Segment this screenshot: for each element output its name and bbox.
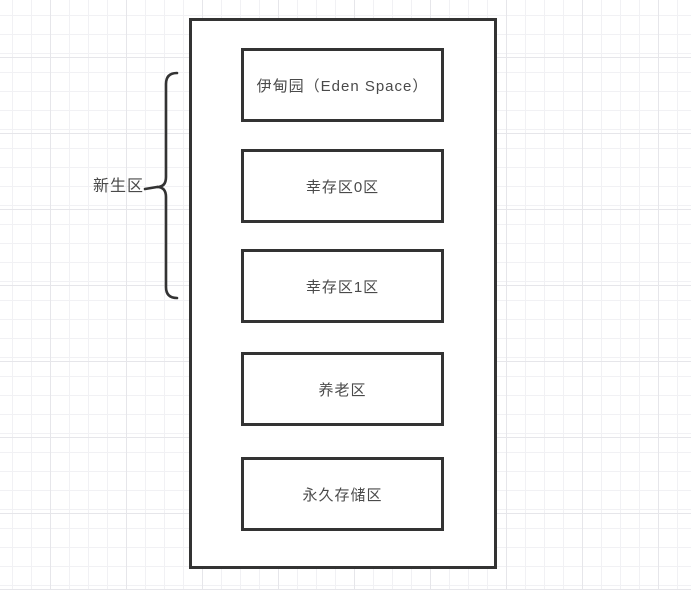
box-permanent-storage: 永久存储区 (241, 457, 444, 531)
box-survivor-0: 幸存区0区 (241, 149, 444, 223)
heap-container-box: 伊甸园（Eden Space） 幸存区0区 幸存区1区 养老区 永久存储区 (189, 18, 497, 569)
box-eden-space-label: 伊甸园（Eden Space） (256, 77, 429, 95)
box-permanent-storage-label: 永久存储区 (302, 486, 383, 504)
curly-brace-left-icon (143, 71, 179, 300)
box-eden-space: 伊甸园（Eden Space） (241, 48, 444, 122)
box-survivor-1: 幸存区1区 (241, 249, 444, 323)
young-generation-group-label: 新生区 (92, 178, 144, 195)
box-old-generation: 养老区 (241, 352, 444, 426)
box-survivor-0-label: 幸存区0区 (305, 178, 380, 196)
box-old-generation-label: 养老区 (318, 381, 367, 399)
box-survivor-1-label: 幸存区1区 (305, 278, 380, 296)
